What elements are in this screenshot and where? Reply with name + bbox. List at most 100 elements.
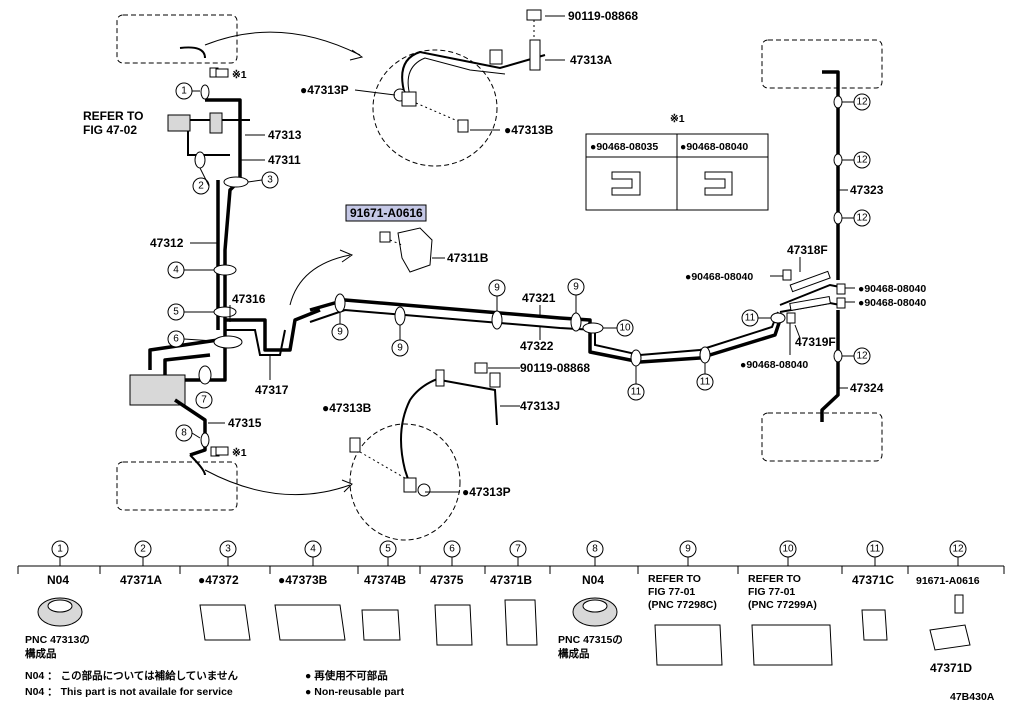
svg-text:7: 7 bbox=[201, 395, 207, 406]
clamp-2 bbox=[194, 151, 206, 169]
arrowhead-clamp bbox=[339, 249, 354, 263]
hose-47318F bbox=[789, 270, 831, 293]
label-90468-b: ●90468-08040 bbox=[858, 283, 926, 295]
legend-1-note1: PNC 47313の bbox=[25, 634, 90, 646]
label-47324: 47324 bbox=[850, 381, 884, 395]
highlight-91671[interactable] bbox=[345, 204, 427, 222]
label-47313B-bottom: ●47313B bbox=[322, 401, 372, 415]
svg-text:12: 12 bbox=[856, 97, 868, 108]
clip-icon-08040 bbox=[704, 171, 733, 196]
hose-stub-top bbox=[179, 46, 206, 59]
legend-7-part: 47371B bbox=[490, 573, 532, 587]
svg-text:6: 6 bbox=[173, 334, 179, 345]
legend-3-part: ●47372 bbox=[198, 573, 239, 587]
label-47311: 47311 bbox=[268, 153, 301, 167]
clip-90468-b bbox=[836, 283, 846, 295]
svg-text:9: 9 bbox=[685, 544, 691, 555]
pipe-47311 bbox=[187, 130, 230, 156]
clamp-47372 bbox=[199, 604, 251, 641]
clamp-7 bbox=[198, 365, 212, 385]
legend-9-line1: REFER TO bbox=[648, 573, 701, 585]
svg-text:11: 11 bbox=[700, 377, 711, 388]
bolt-91671 bbox=[379, 231, 391, 243]
clamp-9b bbox=[394, 306, 406, 326]
diagram-callouts: 1 2 3 4 5 6 7 8 9 9 9 9 10 11 11 11 12 1… bbox=[167, 82, 871, 442]
bolt-47313B-bottom bbox=[349, 437, 361, 453]
clamp-47371C bbox=[861, 609, 888, 641]
svg-text:4: 4 bbox=[310, 544, 316, 555]
label-47316: 47316 bbox=[232, 292, 266, 306]
pipe-47323 bbox=[822, 70, 840, 280]
svg-text:9: 9 bbox=[494, 283, 500, 294]
svg-text:8: 8 bbox=[181, 428, 187, 439]
hose-47319F bbox=[789, 295, 831, 311]
label-47313P-bottom: ●47313P bbox=[462, 485, 511, 499]
svg-text:9: 9 bbox=[397, 343, 403, 354]
valve-fitting bbox=[209, 112, 223, 134]
note-table-col1: ●90468-08035 bbox=[590, 141, 658, 153]
pipe-47317 bbox=[225, 329, 286, 356]
clamp-11c bbox=[770, 312, 786, 324]
leader-91671 bbox=[389, 239, 403, 246]
footnote-en-service: N04 ： This part is not availale for serv… bbox=[25, 686, 233, 698]
clamp-9a bbox=[334, 293, 346, 313]
svg-text:12: 12 bbox=[856, 213, 868, 224]
note-table-col2: ●90468-08040 bbox=[680, 141, 748, 153]
diagram-code: 47B430A bbox=[950, 691, 995, 703]
legend-11-part: 47371C bbox=[852, 573, 894, 587]
banjo-47313P-bottom bbox=[417, 483, 431, 497]
hose-47313J bbox=[400, 377, 441, 486]
legend: 1 2 3 4 5 6 7 8 9 10 11 12 N04 47371A ●4… bbox=[17, 540, 1005, 675]
arrow-upper bbox=[204, 31, 361, 56]
bolt-90119-top bbox=[526, 9, 542, 21]
clamp-12b bbox=[833, 153, 843, 167]
bolt-91671-legend bbox=[954, 594, 964, 614]
legend-9-line3: (PNC 77298C) bbox=[648, 599, 717, 611]
clip-90468-d bbox=[786, 312, 796, 324]
svg-text:7: 7 bbox=[515, 544, 521, 555]
clamp-47311B bbox=[397, 227, 433, 273]
clamp-12c bbox=[833, 211, 843, 225]
svg-text:1: 1 bbox=[181, 86, 187, 97]
clamp-47374B bbox=[361, 609, 401, 641]
pipe-47324 bbox=[820, 310, 840, 422]
legend-4-part: ●47373B bbox=[278, 573, 328, 587]
svg-text:11: 11 bbox=[631, 387, 642, 398]
svg-text:12: 12 bbox=[856, 351, 868, 362]
clamp-47371B bbox=[504, 599, 538, 646]
legend-1-part: N04 bbox=[47, 573, 69, 587]
hose-fitting-bottom bbox=[435, 369, 445, 387]
legend-5-part: 47374B bbox=[364, 573, 406, 587]
clamp-11b bbox=[699, 346, 711, 364]
clamp-8 bbox=[200, 432, 210, 448]
legend-12-part2: 47371D bbox=[930, 661, 972, 675]
pipe-47316 bbox=[225, 308, 321, 352]
footnote-en-nonreuse: ● Non-reusable part bbox=[305, 686, 405, 698]
clamp-9d bbox=[570, 312, 582, 332]
svg-text:6: 6 bbox=[449, 544, 455, 555]
svg-text:11: 11 bbox=[745, 313, 756, 324]
label-47313A: 47313A bbox=[570, 53, 612, 67]
note-marker-bottom: ※1 bbox=[232, 447, 247, 459]
refer-fig-line2: FIG 47-02 bbox=[83, 123, 137, 137]
svg-text:1: 1 bbox=[57, 544, 63, 555]
wheel-outline-rear-left bbox=[116, 461, 238, 511]
note-marker-top: ※1 bbox=[232, 69, 247, 81]
wheel-outline-rear-right bbox=[761, 412, 883, 462]
label-91671-A0616[interactable]: 91671-A0616 bbox=[350, 206, 423, 220]
hose-47313A bbox=[401, 50, 546, 96]
footnote-jp-service: N04 ： この部品については補給していません bbox=[25, 669, 238, 682]
hose-bracket-bottom bbox=[489, 372, 501, 388]
label-47323: 47323 bbox=[850, 183, 884, 197]
clip-icon-08035 bbox=[611, 171, 641, 196]
label-47312: 47312 bbox=[150, 236, 184, 250]
banjo-body-bottom bbox=[403, 477, 417, 493]
hose-stub-bottom bbox=[189, 454, 206, 476]
pipe-branch-a bbox=[148, 338, 219, 370]
clamp-12a bbox=[833, 95, 843, 109]
svg-text:9: 9 bbox=[337, 327, 343, 338]
arrowhead-upper bbox=[349, 49, 364, 61]
svg-text:3: 3 bbox=[225, 544, 231, 555]
hose-fitting-top bbox=[529, 39, 541, 71]
leader-47313B-bottom bbox=[359, 451, 406, 479]
